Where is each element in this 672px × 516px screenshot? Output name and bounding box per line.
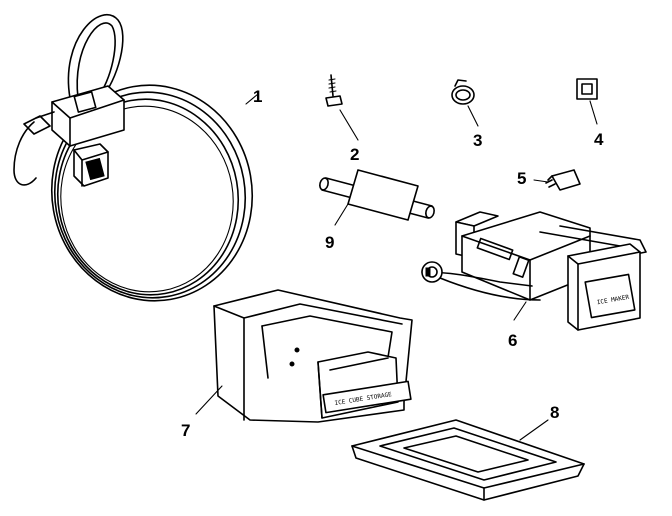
square-plug: 4 — [576, 78, 604, 149]
fill-tube: 9 — [319, 169, 435, 252]
screw: 2 — [325, 74, 359, 164]
callout-1: 1 — [253, 87, 262, 106]
callout-3: 3 — [473, 131, 482, 150]
callout-9: 9 — [325, 233, 334, 252]
callout-7: 7 — [181, 421, 190, 440]
callout-5: 5 — [517, 169, 526, 188]
ice-bin-tray: 8 — [351, 403, 585, 501]
callout-6: 6 — [508, 331, 517, 350]
callout-4: 4 — [594, 130, 604, 149]
ice-storage-bin: ICE CUBE STORAGE 7 — [181, 289, 413, 440]
ice-maker-assembly: ICE MAKER 6 — [421, 211, 647, 350]
callout-2: 2 — [350, 145, 359, 164]
water-valve-tubing-assembly: 1 — [13, 14, 262, 302]
callout-8: 8 — [550, 403, 559, 422]
tubing-clamp: 3 — [451, 79, 482, 150]
wire-clip: 5 — [517, 169, 581, 191]
